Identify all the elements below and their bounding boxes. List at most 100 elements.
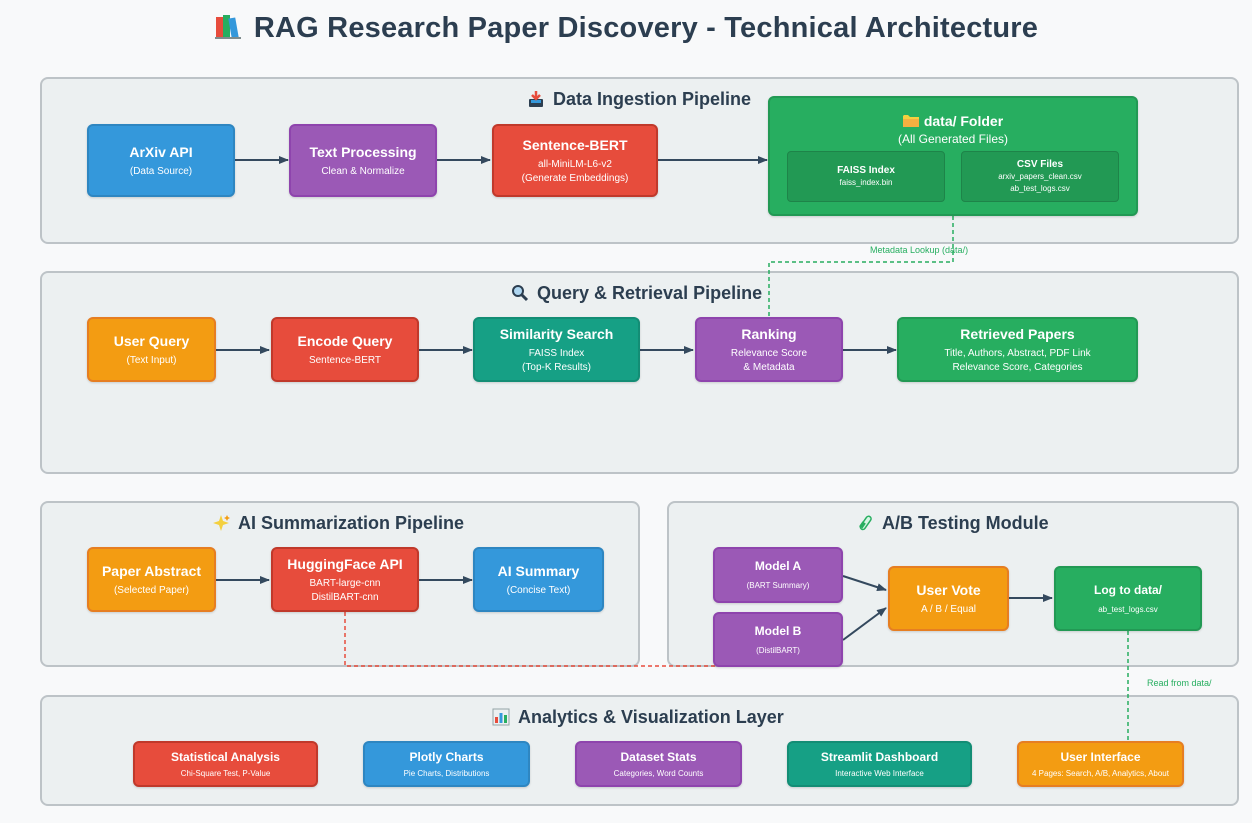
node-subtitle: ab_test_logs.csv (1010, 184, 1070, 193)
node-plotly-charts: Plotly Charts Pie Charts, Distributions (363, 741, 530, 787)
node-subtitle: (All Generated Files) (897, 132, 1009, 146)
node-title: FAISS Index (837, 165, 895, 176)
node-ranking: Ranking Relevance Score & Metadata (695, 317, 843, 382)
node-title: Sentence-BERT (522, 136, 628, 153)
node-subtitle: (Text Input) (126, 354, 177, 366)
section-title-ingestion-text: Data Ingestion Pipeline (553, 89, 752, 109)
node-subtitle: Relevance Score, Categories (952, 361, 1083, 373)
node-subtitle: 4 Pages: Search, A/B, Analytics, About (1032, 768, 1169, 778)
node-title: Dataset Stats (620, 749, 697, 764)
node-retrieved-papers: Retrieved Papers Title, Authors, Abstrac… (897, 317, 1138, 382)
node-title: Retrieved Papers (960, 325, 1075, 342)
arrow-modela-to-vote (842, 575, 887, 592)
folder-icon (902, 113, 919, 127)
node-subtitle: (Data Source) (129, 165, 193, 177)
section-title-query-text: Query & Retrieval Pipeline (537, 283, 763, 303)
node-subtitle: FAISS Index (528, 347, 585, 359)
node-subtitle: (Concise Text) (506, 584, 571, 596)
node-arxiv-api: ArXiv API (Data Source) (87, 124, 235, 197)
folder-title-text: data/ Folder (923, 113, 1004, 129)
node-subtitle: Categories, Word Counts (613, 768, 704, 778)
node-title: Log to data/ (1094, 582, 1162, 597)
node-subtitle: Clean & Normalize (321, 165, 405, 177)
node-title: ArXiv API (129, 143, 193, 160)
section-title-query: Query & Retrieval Pipeline (511, 283, 762, 304)
node-title: User Interface (1060, 749, 1141, 764)
node-subtitle: arxiv_papers_clean.csv (998, 172, 1082, 181)
node-faiss-index: FAISS Index faiss_index.bin (787, 151, 945, 202)
node-title: Plotly Charts (409, 749, 484, 764)
node-subtitle: (Selected Paper) (113, 584, 190, 596)
label-read-from-data: Read from data/ (1147, 678, 1212, 688)
node-subtitle: & Metadata (743, 361, 795, 373)
sparkles-icon (212, 514, 230, 532)
node-subtitle: BART-large-cnn (309, 577, 381, 589)
node-subtitle: ab_test_logs.csv (1098, 604, 1158, 614)
section-title-summarization-text: AI Summarization Pipeline (238, 513, 465, 533)
node-subtitle: Sentence-BERT (308, 354, 382, 366)
section-title-ab-text: A/B Testing Module (882, 513, 1049, 533)
node-similarity-search: Similarity Search FAISS Index (Top-K Res… (473, 317, 640, 382)
page-title-text: RAG Research Paper Discovery - Technical… (253, 12, 1039, 44)
node-subtitle: A / B / Equal (920, 603, 977, 615)
section-title-ab: A/B Testing Module (856, 513, 1049, 534)
node-paper-abstract: Paper Abstract (Selected Paper) (87, 547, 216, 612)
node-title: Paper Abstract (101, 562, 202, 579)
node-sentence-bert: Sentence-BERT all-MiniLM-L6-v2 (Generate… (492, 124, 658, 197)
node-title: Model B (754, 623, 802, 638)
node-subtitle: (BART Summary) (746, 581, 810, 590)
node-dataset-stats: Dataset Stats Categories, Word Counts (575, 741, 742, 787)
section-title-summarization: AI Summarization Pipeline (212, 513, 464, 534)
inbox-tray-icon (527, 90, 545, 108)
node-subtitle: Pie Charts, Distributions (403, 768, 490, 778)
section-title-analytics-text: Analytics & Visualization Layer (518, 707, 784, 727)
node-subtitle: all-MiniLM-L6-v2 (538, 158, 612, 170)
node-title: User Query (113, 332, 190, 349)
node-encode-query: Encode Query Sentence-BERT (271, 317, 419, 382)
node-csv-files: CSV Files arxiv_papers_clean.csv ab_test… (961, 151, 1119, 202)
node-user-interface: User Interface 4 Pages: Search, A/B, Ana… (1017, 741, 1184, 787)
node-model-a: Model A (BART Summary) (713, 547, 843, 603)
node-title: CSV Files (1016, 159, 1064, 170)
node-streamlit-dashboard: Streamlit Dashboard Interactive Web Inte… (787, 741, 972, 787)
node-subtitle: Chi-Square Test, P-Value (180, 768, 271, 778)
node-title: Model A (754, 559, 802, 573)
section-title-analytics: Analytics & Visualization Layer (492, 707, 784, 728)
node-title: Similarity Search (499, 325, 614, 342)
node-text-processing: Text Processing Clean & Normalize (289, 124, 437, 197)
node-subtitle: (Generate Embeddings) (521, 172, 629, 184)
node-subtitle: Interactive Web Interface (835, 768, 924, 778)
node-subtitle: Title, Authors, Abstract, PDF Link (944, 347, 1091, 359)
label-metadata-lookup: Metadata Lookup (data/) (870, 245, 969, 255)
node-title: User Vote (916, 581, 981, 598)
section-title-ingestion: Data Ingestion Pipeline (527, 89, 751, 110)
node-title: data/ Folder (902, 112, 1004, 130)
node-subtitle: faiss_index.bin (839, 178, 893, 187)
page-title: RAG Research Paper Discovery - Technical… (0, 12, 1252, 45)
node-model-b: Model B (DistilBART) (713, 612, 843, 667)
node-log-to-data: Log to data/ ab_test_logs.csv (1054, 566, 1202, 631)
node-title: Text Processing (309, 143, 417, 160)
node-statistical-analysis: Statistical Analysis Chi-Square Test, P-… (133, 741, 318, 787)
node-title: Streamlit Dashboard (820, 749, 939, 764)
node-title: Encode Query (297, 332, 393, 349)
node-subtitle: DistilBART-cnn (311, 591, 379, 603)
node-ai-summary: AI Summary (Concise Text) (473, 547, 604, 612)
dashed-metadata-lookup (768, 216, 954, 318)
node-title: HuggingFace API (287, 555, 403, 572)
node-title: AI Summary (497, 562, 580, 579)
node-subtitle: (DistilBART) (756, 645, 800, 655)
magnifier-icon (511, 284, 529, 302)
node-title: Statistical Analysis (171, 749, 280, 764)
bar-chart-icon (492, 708, 510, 726)
node-user-vote: User Vote A / B / Equal (888, 566, 1009, 631)
node-subtitle: Relevance Score (730, 347, 808, 359)
arrow-modelb-to-vote (842, 607, 887, 641)
test-tube-icon (856, 514, 874, 532)
node-subtitle: (Top-K Results) (522, 361, 591, 373)
node-user-query: User Query (Text Input) (87, 317, 216, 382)
node-huggingface-api: HuggingFace API BART-large-cnn DistilBAR… (271, 547, 419, 612)
node-title: Ranking (741, 325, 797, 342)
books-icon (214, 14, 244, 40)
